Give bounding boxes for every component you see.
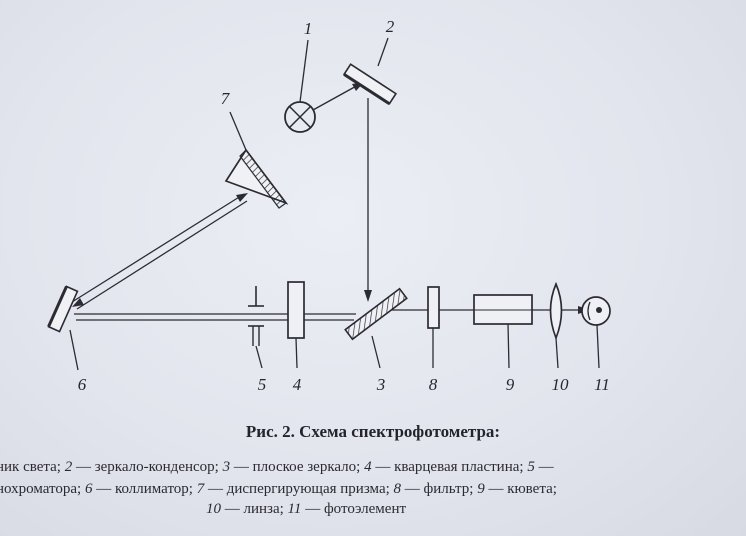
arrow-to-collimator	[72, 298, 84, 307]
flat-mirror	[344, 287, 408, 341]
lens	[549, 281, 563, 341]
slit	[248, 286, 264, 346]
legend-segment: 8	[393, 481, 402, 497]
label-10: 10	[552, 375, 570, 394]
legend-line-3: 10 — линза; 11 — фотоэлемент	[206, 500, 406, 518]
arrow-to-prism	[236, 193, 248, 202]
photocell	[581, 296, 611, 326]
leader-5	[255, 345, 263, 369]
label-7: 7	[221, 89, 231, 108]
legend-segment: — линза;	[221, 501, 288, 517]
beam-prism-to-collimator	[76, 200, 248, 310]
leader-7	[229, 111, 247, 151]
beam-source-to-condenser	[312, 83, 361, 111]
figure-caption: Рис. 2. Схема спектрофотометра:	[245, 422, 501, 441]
light-source	[284, 101, 316, 133]
legend-line-1: ник света; 2 — зеркало-конденсор; 3 — пл…	[0, 458, 554, 476]
label-3: 3	[376, 375, 386, 394]
filter	[427, 286, 440, 329]
legend-segment: 4	[364, 459, 372, 475]
legend-segment: нохроматора;	[0, 481, 85, 497]
dispersing-prism	[224, 148, 289, 209]
legend-segment: — диспергирующая призма;	[204, 481, 394, 497]
leader-4	[295, 337, 298, 369]
leader-6	[69, 329, 79, 371]
legend-segment: 3	[222, 459, 231, 475]
legend-line-2: нохроматора; 6 — коллиматор; 7 — дисперг…	[0, 480, 557, 498]
legend-segment: 7	[196, 481, 205, 497]
legend-segment: ник света;	[0, 459, 65, 475]
legend-segment: —	[534, 459, 554, 475]
leader-9	[507, 323, 510, 369]
beam-collimator-to-prism	[71, 193, 245, 303]
condenser-mirror	[342, 63, 398, 105]
legend-segment: — кварцевая пластина;	[371, 459, 528, 475]
legend-segment: — плоское зеркало;	[230, 459, 365, 475]
label-4: 4	[293, 375, 302, 394]
legend-segment: 6	[84, 481, 93, 497]
legend-segment: — кювета;	[484, 481, 557, 497]
arrow-to-flat-mirror	[364, 290, 372, 302]
legend-segment: 9	[477, 481, 485, 497]
quartz-plate	[287, 281, 305, 339]
legend-segment: 5	[527, 459, 535, 475]
label-8: 8	[429, 375, 438, 394]
leader-11	[596, 324, 600, 369]
legend-segment: 2	[64, 459, 73, 475]
legend-segment: — фотоэлемент	[301, 501, 407, 517]
legend-segment: — фильтр;	[401, 481, 478, 497]
legend-segment: — коллиматор;	[92, 481, 197, 497]
leader-2	[377, 37, 389, 67]
label-1: 1	[304, 19, 313, 38]
label-5: 5	[258, 375, 267, 394]
legend-segment: 10	[206, 501, 221, 517]
collimator-mirror	[47, 285, 79, 333]
label-9: 9	[506, 375, 515, 394]
leader-1	[299, 39, 309, 103]
label-11: 11	[594, 375, 610, 394]
legend-segment: — зеркало-конденсор;	[72, 459, 223, 475]
leader-10	[555, 337, 559, 369]
label-6: 6	[78, 375, 87, 394]
label-2: 2	[386, 17, 395, 36]
legend-segment: 11	[287, 501, 302, 517]
leader-3	[371, 335, 381, 369]
